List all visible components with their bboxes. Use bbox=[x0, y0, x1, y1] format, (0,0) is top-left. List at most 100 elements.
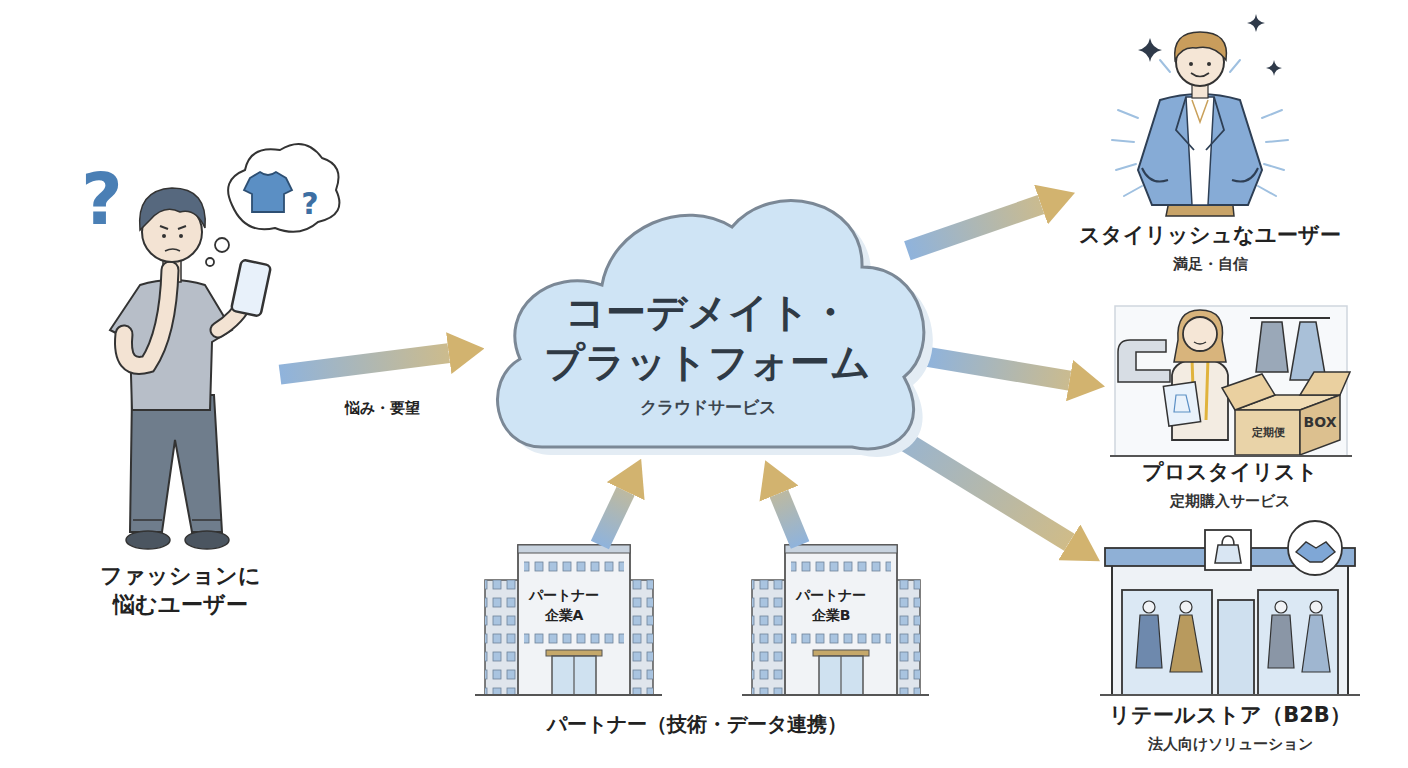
flow-arrow bbox=[280, 353, 449, 375]
building-tower bbox=[518, 545, 630, 695]
ground-line bbox=[742, 694, 929, 696]
partner-company: パートナー 企業B bbox=[745, 545, 917, 695]
box-flap bbox=[1222, 374, 1275, 410]
mannequin-head bbox=[1180, 601, 1192, 613]
question-mark: ? bbox=[62, 156, 142, 242]
handshake-icon bbox=[1296, 542, 1335, 562]
building-wing bbox=[485, 580, 520, 695]
shopping-bag bbox=[1215, 545, 1241, 563]
building-roof bbox=[785, 545, 897, 553]
building-tower bbox=[785, 545, 897, 695]
sewing-machine bbox=[1118, 340, 1170, 382]
ray bbox=[1266, 140, 1288, 142]
shoe bbox=[126, 531, 170, 549]
ground-line bbox=[1100, 694, 1360, 696]
mannequin-jacket bbox=[1268, 615, 1294, 668]
node-title: スタイリッシュなユーザー bbox=[1075, 223, 1345, 248]
building-wing bbox=[628, 580, 653, 695]
arm bbox=[124, 270, 171, 365]
arm-line bbox=[1232, 168, 1258, 182]
ground-line bbox=[475, 694, 662, 696]
building-windows bbox=[791, 630, 891, 648]
ray bbox=[1264, 164, 1284, 170]
mannequin-jacket bbox=[1136, 615, 1162, 668]
building-roof bbox=[518, 545, 630, 553]
question-mark: ? bbox=[292, 186, 328, 222]
node-title: プロスタイリスト bbox=[1105, 460, 1355, 485]
brow bbox=[160, 226, 168, 229]
handshake-badge bbox=[1288, 521, 1342, 575]
mannequin-dress bbox=[1302, 615, 1330, 672]
flow-arrow bbox=[907, 205, 1041, 251]
head bbox=[1183, 317, 1217, 351]
inner-shirt bbox=[1186, 97, 1214, 205]
node-title: パートナー 企業B bbox=[789, 585, 873, 626]
ray bbox=[1124, 186, 1142, 196]
node-subtitle: 満足・自信 bbox=[1075, 255, 1345, 273]
retail-store-node: リテールストア（B2B） 法人向けソリューション bbox=[1100, 525, 1360, 757]
mannequin-head bbox=[1310, 601, 1322, 613]
ray bbox=[1116, 164, 1136, 170]
node-title: リテールストア（B2B） bbox=[1100, 703, 1360, 728]
building-windows bbox=[895, 580, 920, 695]
node-title: コーデメイト・ プラットフォーム bbox=[520, 287, 895, 387]
building-door bbox=[552, 656, 596, 695]
partner-building-b bbox=[742, 545, 929, 695]
eye bbox=[1207, 62, 1211, 66]
tshirt-icon bbox=[244, 172, 292, 212]
confused-user-figure bbox=[110, 188, 271, 549]
box-label: BOX bbox=[1298, 414, 1342, 431]
node-subtitle: クラウドサービス bbox=[480, 397, 935, 417]
group-caption: パートナー（技術・データ連携） bbox=[447, 712, 947, 736]
platform-cloud: コーデメイト・ プラットフォームクラウドサービス bbox=[480, 175, 935, 465]
cuff bbox=[133, 519, 162, 521]
blazer bbox=[1138, 94, 1262, 205]
bubble-cloud bbox=[228, 144, 339, 232]
design-sheet bbox=[1163, 382, 1200, 426]
stylish-user-figure bbox=[1112, 14, 1288, 216]
eye bbox=[162, 234, 166, 238]
node-subtitle: 定期購入サービス bbox=[1105, 492, 1355, 510]
eye bbox=[179, 234, 183, 238]
smile bbox=[1191, 73, 1209, 77]
store-door bbox=[1218, 600, 1254, 695]
building-wing bbox=[752, 580, 787, 695]
door-canopy bbox=[813, 650, 869, 656]
building-windows bbox=[524, 630, 624, 648]
node-title: ファッションに 悩むユーザー bbox=[80, 562, 280, 619]
thought-bubble bbox=[206, 144, 339, 266]
brow bbox=[178, 226, 186, 229]
stylish-user-node: スタイリッシュなユーザー満足・自信 bbox=[1075, 15, 1345, 277]
sparkle bbox=[1138, 38, 1162, 62]
building-windows bbox=[485, 580, 520, 695]
node-subtitle: 法人向けソリューション bbox=[1100, 735, 1360, 753]
flow-arrow bbox=[928, 357, 1070, 381]
pants bbox=[130, 395, 222, 532]
cuff bbox=[192, 519, 221, 521]
sparkle bbox=[1266, 60, 1282, 76]
door-canopy bbox=[546, 650, 602, 656]
eye bbox=[1189, 62, 1193, 66]
floor-line bbox=[1110, 455, 1352, 457]
necklace bbox=[1192, 100, 1208, 122]
mannequin-head bbox=[1275, 601, 1287, 613]
store-front bbox=[1112, 560, 1348, 695]
box-front bbox=[1235, 410, 1300, 455]
building-wing bbox=[895, 580, 920, 695]
smile bbox=[1194, 342, 1206, 344]
node-title: パートナー 企業A bbox=[522, 585, 606, 626]
shoe bbox=[185, 531, 229, 549]
bubble-dot bbox=[206, 258, 214, 266]
building-windows bbox=[524, 556, 624, 576]
ray bbox=[1160, 60, 1170, 72]
shop-window bbox=[1122, 590, 1212, 695]
building-windows bbox=[628, 580, 653, 695]
hair bbox=[1175, 32, 1227, 60]
building-windows bbox=[752, 580, 787, 695]
ray bbox=[1262, 110, 1282, 118]
smartphone bbox=[231, 259, 271, 316]
bag-handle bbox=[1222, 536, 1234, 545]
sketch bbox=[1174, 395, 1190, 412]
mannequin-dress bbox=[1170, 615, 1202, 672]
